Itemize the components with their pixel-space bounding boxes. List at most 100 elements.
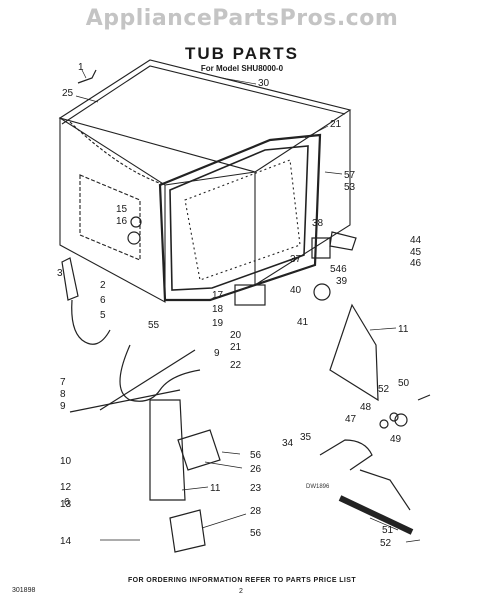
callout-25: 25 (62, 88, 74, 99)
model-subtitle: For Model SHU8000-0 (200, 64, 284, 73)
callout-18: 18 (212, 304, 224, 315)
callout-12: 12 (60, 482, 72, 493)
part-7-wire (119, 344, 201, 402)
part-49-gear (394, 413, 408, 427)
callout-28: 28 (250, 506, 262, 517)
leader-56 (221, 451, 241, 455)
callout-10: 10 (60, 456, 72, 467)
callout-34: 34 (282, 438, 294, 449)
part-38-heater (311, 237, 331, 259)
callout-48: 48 (360, 402, 372, 413)
page-number: 2 (239, 588, 243, 595)
callout-37: 37 (290, 254, 302, 265)
callout-11-left: 11 (210, 483, 221, 494)
callout-11-right: 11 (398, 324, 409, 335)
part-9-line (99, 349, 196, 411)
footer-code: 301898 (12, 587, 36, 594)
door-gasket-inner (169, 145, 309, 291)
leader-26 (204, 461, 243, 469)
part-51-rod (338, 495, 414, 535)
callout-47: 47 (345, 414, 357, 425)
tub-side-opening (79, 174, 141, 261)
callout-21: 21 (330, 119, 342, 130)
part-28-box (169, 509, 206, 553)
callout-23: 23 (250, 483, 262, 494)
callout-21-low: 21 (230, 342, 242, 353)
leader-21-top (304, 125, 329, 139)
part-15-nut (130, 216, 142, 228)
callout-52-upper: 52 (378, 384, 390, 395)
part-1-hose-clip (77, 69, 97, 84)
callout-3: 3 (57, 268, 63, 279)
door-gasket (158, 133, 322, 302)
callout-14: 14 (60, 536, 72, 547)
leader-11-right (369, 327, 397, 331)
callout-17: 17 (212, 290, 224, 301)
callout-39: 39 (336, 276, 348, 287)
part-11-bracket-right (329, 303, 379, 402)
leader-57 (324, 171, 343, 175)
leader-52 (405, 539, 421, 543)
part-wire-arm (359, 469, 411, 511)
inset-code: DW1896 (306, 484, 330, 490)
tub-front-edge (164, 171, 256, 186)
callout-53: 53 (344, 182, 356, 193)
callout-6-lower: 6 (64, 497, 70, 508)
callout-51: 51 (382, 525, 394, 536)
diagram-title: TUB PARTS (184, 44, 299, 63)
callout-38: 38 (312, 218, 324, 229)
callout-546: 546 (330, 264, 347, 275)
callout-49: 49 (390, 434, 402, 445)
callout-13: 13 (60, 499, 72, 510)
gasket-rack (184, 159, 301, 281)
callout-9-mid: 9 (214, 348, 220, 359)
part-26-motor (177, 429, 221, 471)
part-50-bolt (417, 394, 431, 401)
callout-57: 57 (344, 170, 356, 181)
callout-44: 44 (410, 235, 422, 246)
callout-6: 6 (100, 295, 106, 306)
callout-22: 22 (230, 360, 242, 371)
callout-50: 50 (398, 378, 410, 389)
tub-left-side (59, 116, 166, 303)
callout-5: 5 (100, 310, 106, 321)
part-hose (71, 299, 111, 345)
part-40-spray (313, 283, 331, 301)
callout-46: 46 (410, 258, 422, 269)
callout-56-upper: 56 (250, 450, 262, 461)
leader-28 (201, 513, 247, 529)
leader-11-left (181, 486, 209, 491)
leader-25 (75, 95, 99, 103)
callout-8: 8 (60, 389, 66, 400)
callout-15: 15 (116, 204, 128, 215)
callout-26: 26 (250, 464, 262, 475)
leader-1 (81, 69, 87, 79)
part-11-bracket-left (149, 399, 186, 501)
tub-top-panel (58, 59, 352, 173)
part-48-nut (389, 412, 399, 422)
callout-52-lower: 52 (380, 538, 392, 549)
ordering-note: FOR ORDERING INFORMATION REFER TO PARTS … (127, 577, 357, 584)
part-8-tube (69, 389, 181, 413)
callout-41: 41 (297, 317, 309, 328)
part-35-arm (319, 439, 373, 471)
leader-51 (369, 517, 399, 531)
callout-16: 16 (116, 216, 128, 227)
tub-seam (69, 121, 166, 186)
part-44-clip (329, 231, 357, 251)
callout-55: 55 (148, 320, 160, 331)
part-16-washer (127, 231, 141, 245)
callout-1: 1 (78, 62, 84, 73)
callout-56-lower: 56 (250, 528, 262, 539)
callout-45: 45 (410, 247, 422, 258)
part-17-bracket (234, 284, 266, 306)
callout-20: 20 (230, 330, 242, 341)
tub-lip (61, 65, 346, 125)
part-3-fill-funnel (61, 257, 79, 301)
callout-2: 2 (100, 280, 106, 291)
callout-40: 40 (290, 285, 302, 296)
callout-35: 35 (300, 432, 312, 443)
part-47-nut (379, 419, 389, 429)
callout-9-left: 9 (60, 401, 66, 412)
